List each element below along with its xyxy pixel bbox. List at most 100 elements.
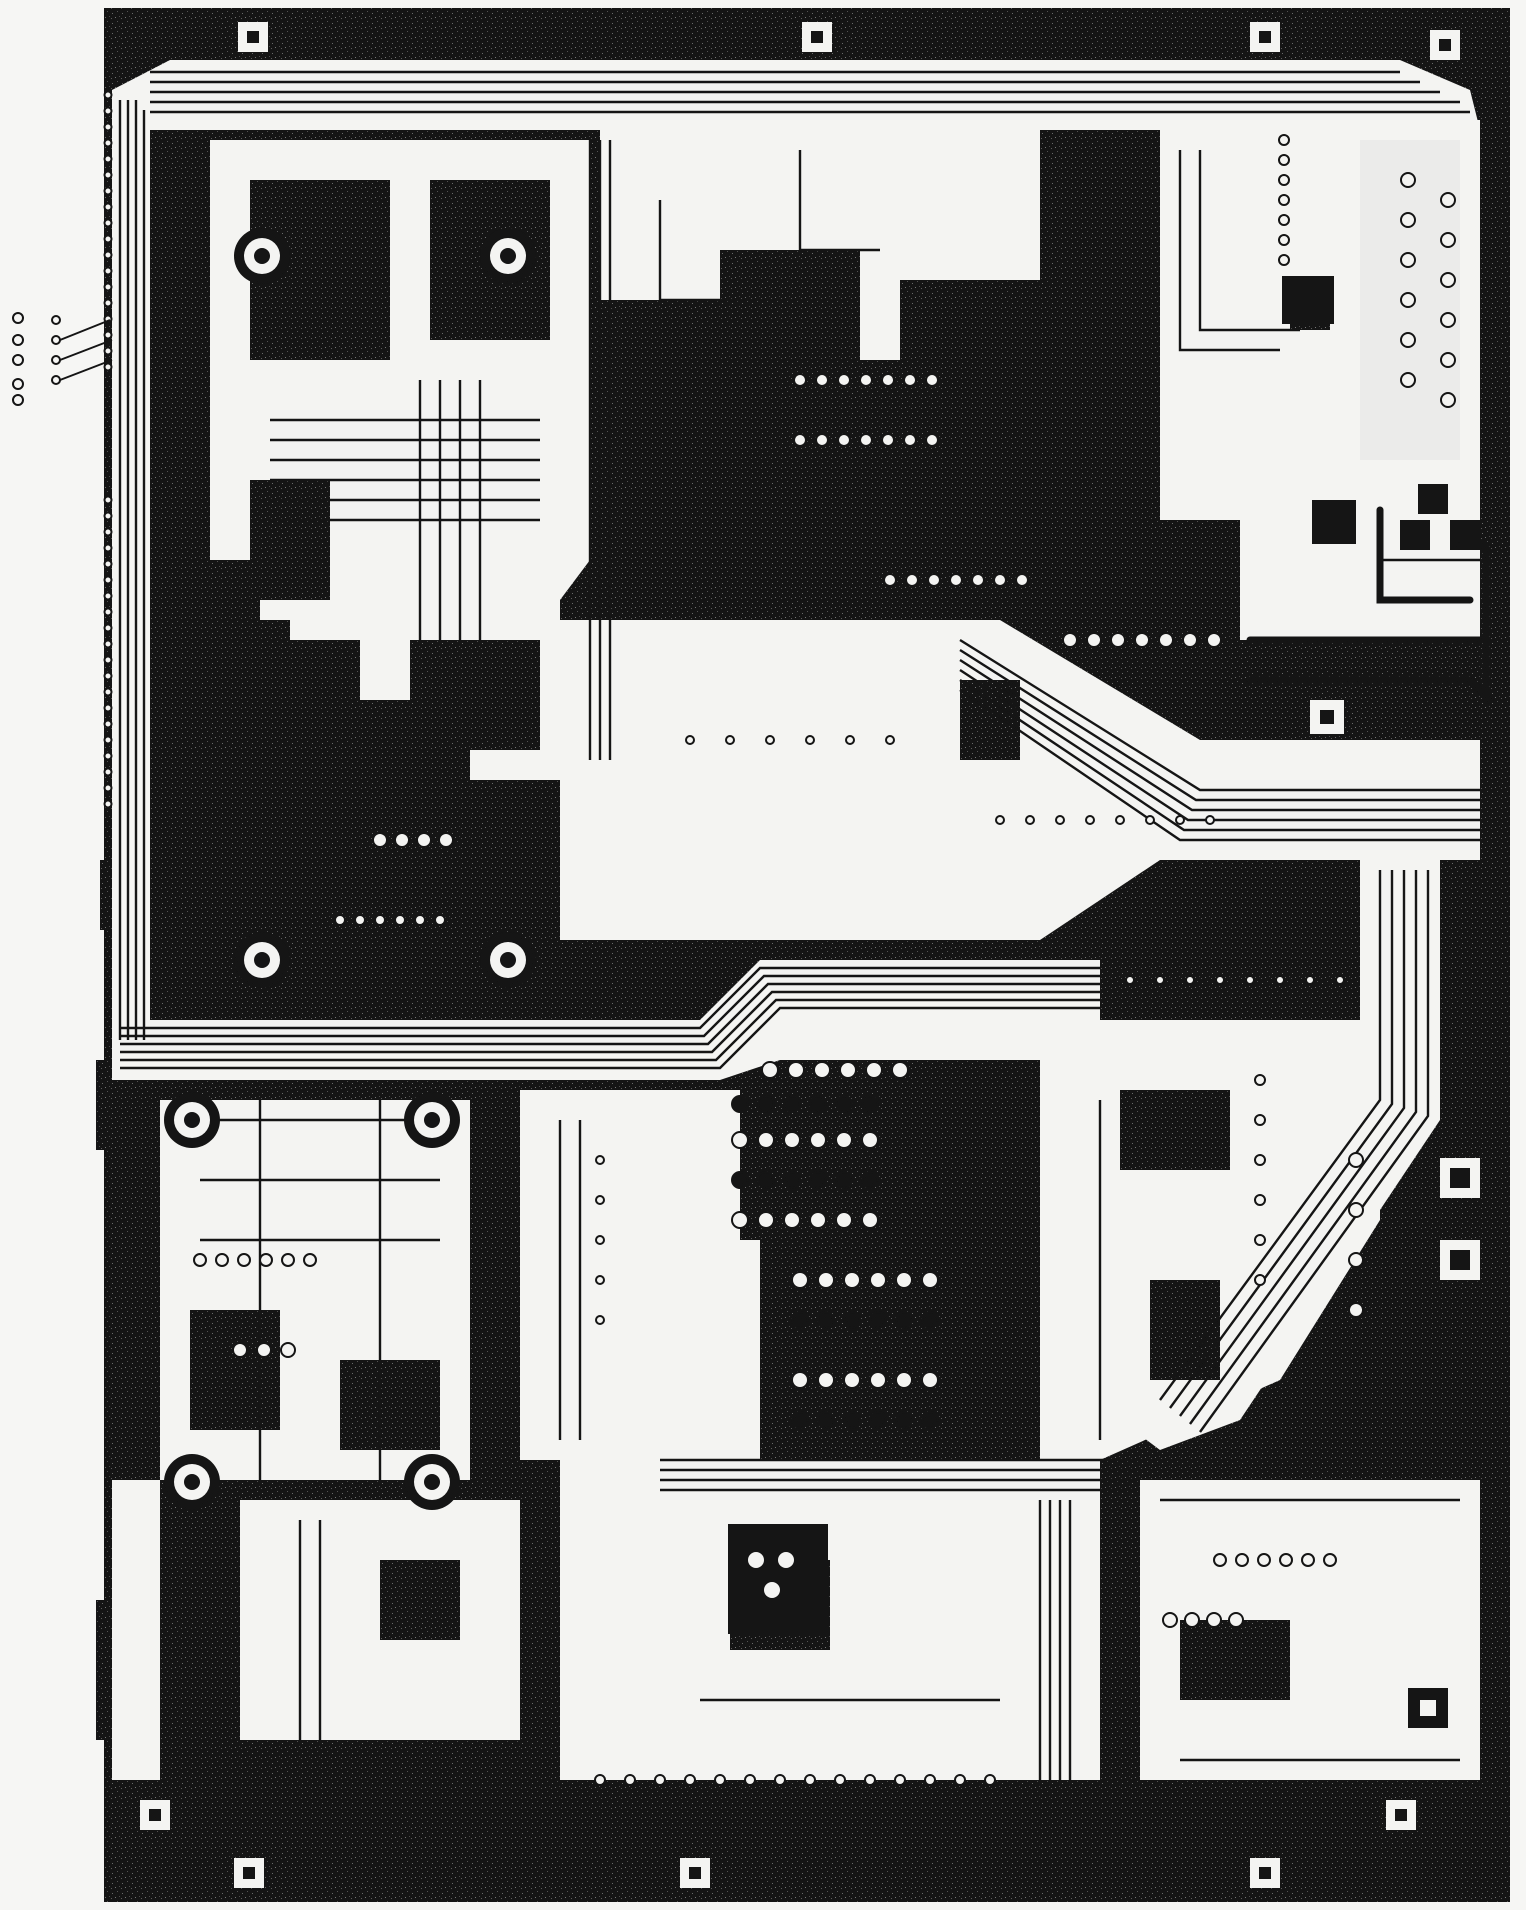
power-pad [1282,276,1334,324]
pad [843,1271,861,1289]
power-pads [728,276,1480,1634]
power-pad [728,1524,828,1634]
pad [783,1095,801,1113]
pad [1278,174,1290,186]
pad [1125,975,1135,985]
pad [757,1171,775,1189]
pad [1400,292,1416,308]
pad [103,298,113,308]
pad [215,1253,229,1267]
pad [259,1253,273,1267]
pad [757,1211,775,1229]
pad [837,373,851,387]
pad [1062,632,1078,648]
pad [1440,392,1456,408]
pad [1348,1152,1364,1168]
pad [1440,192,1456,208]
pad [103,639,113,649]
pad [921,1371,939,1389]
pad [372,832,388,848]
pad [434,914,446,926]
power-pad [1312,500,1356,544]
pad [103,330,113,340]
pad [1257,1553,1271,1567]
pad [103,767,113,777]
mounting-hole [164,1454,220,1510]
pad [103,543,113,553]
pad [809,1211,827,1229]
pad [921,1271,939,1289]
pad [791,1411,809,1429]
pad [921,1311,939,1329]
pad [103,783,113,793]
pad [232,1342,248,1358]
pad [1055,815,1065,825]
pad [103,527,113,537]
pad [809,1131,827,1149]
pad [865,1061,883,1079]
pad [103,511,113,521]
pad [774,1774,786,1786]
pad [103,575,113,585]
pad [1245,975,1255,985]
pad [809,1171,827,1189]
pad [1110,632,1126,648]
pad [103,591,113,601]
pad [731,1131,749,1149]
pad [103,170,113,180]
square-pad [1250,22,1280,52]
pad [861,1095,879,1113]
pad [103,623,113,633]
pad [103,607,113,617]
square-pad [238,22,268,52]
pad [817,1371,835,1389]
pad [949,573,963,587]
pad [881,373,895,387]
pad [1215,975,1225,985]
pad [685,735,695,745]
square-pad [680,1858,710,1888]
pad [837,433,851,447]
pad [103,346,113,356]
pad [859,433,873,447]
pad [1155,975,1165,985]
pad [334,914,346,926]
pad [881,433,895,447]
pad [394,914,406,926]
pad [103,799,113,809]
pad [993,573,1007,587]
pad [1254,1274,1266,1286]
pad [1175,815,1185,825]
pad [869,1371,887,1389]
pad [103,90,113,100]
pad [869,1271,887,1289]
pad [757,1131,775,1149]
pad [1185,975,1195,985]
pad [394,832,410,848]
pad [971,573,985,587]
pad [103,495,113,505]
power-pad [1400,520,1430,550]
pad [103,250,113,260]
pad [1279,1553,1293,1567]
pad [1335,975,1345,985]
pad [103,751,113,761]
pad [859,373,873,387]
external-contacts [12,312,113,406]
pad [1235,1553,1249,1567]
pad [1348,1252,1364,1268]
pad [869,1411,887,1429]
pad [1301,1553,1315,1567]
pad [843,1311,861,1329]
pad [1400,332,1416,348]
pad [438,832,454,848]
pad [869,1311,887,1329]
pad [895,1371,913,1389]
pad [861,1171,879,1189]
pad [793,373,807,387]
pad [895,1311,913,1329]
pad [815,373,829,387]
pad [1254,1234,1266,1246]
square-pad [1310,700,1344,734]
pad [757,1095,775,1113]
